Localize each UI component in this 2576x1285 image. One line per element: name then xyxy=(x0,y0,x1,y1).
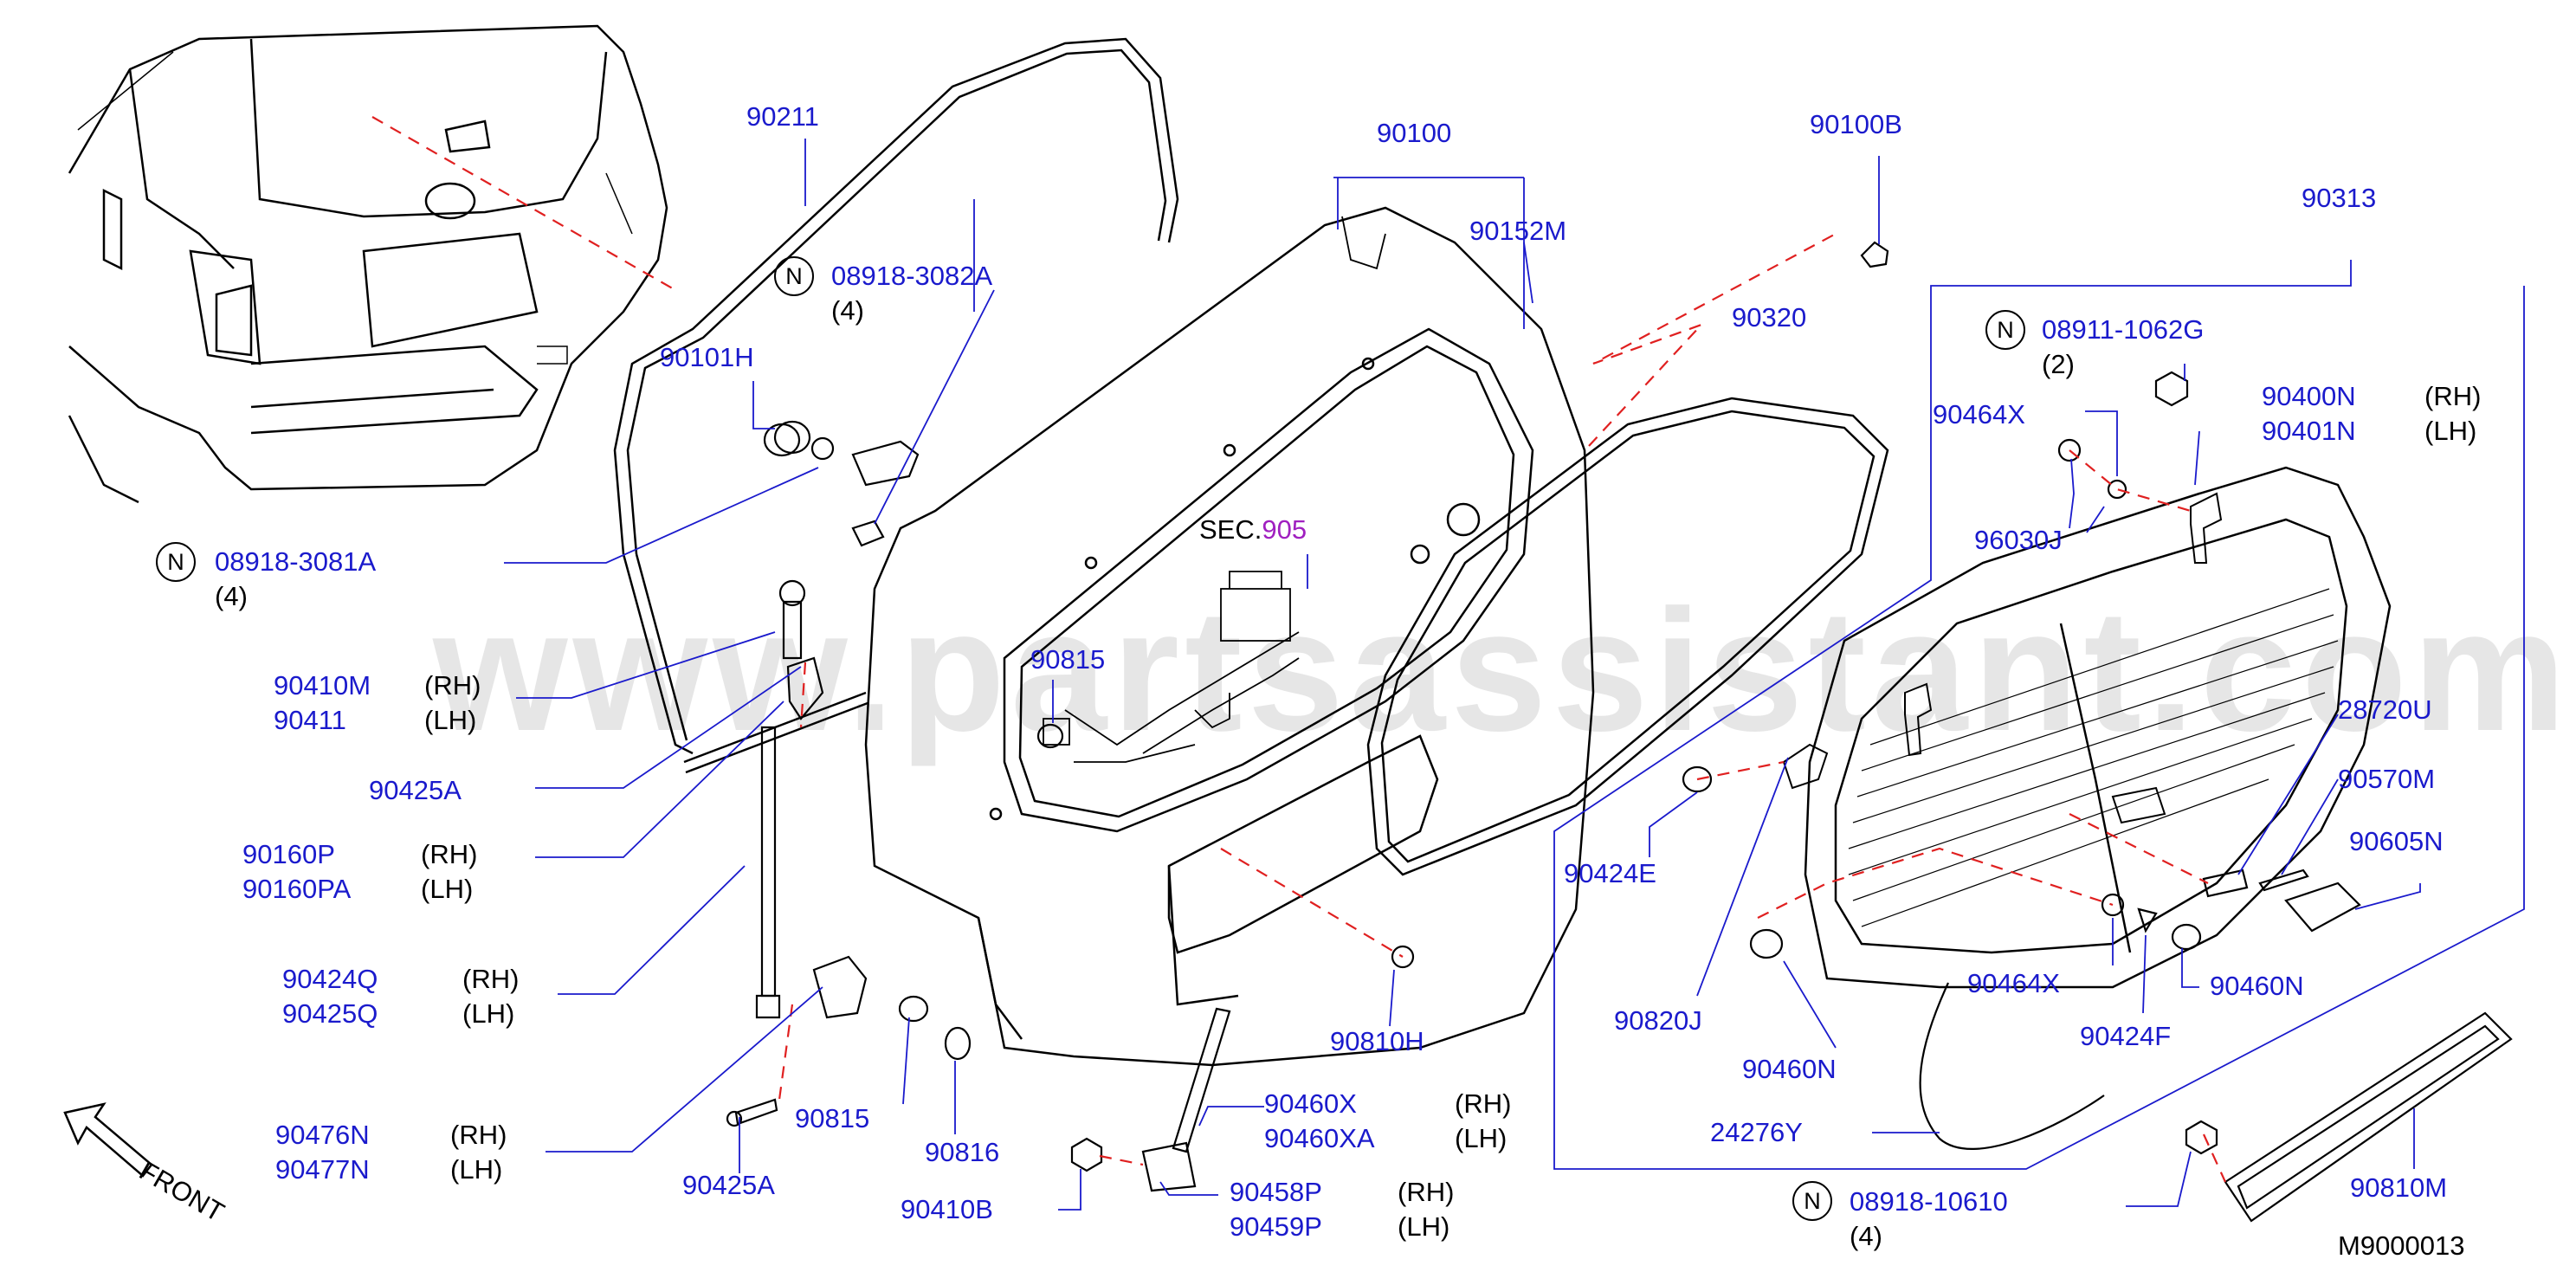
label-90425Q: 90425Q xyxy=(282,998,378,1029)
lh-90477N: (LH) xyxy=(450,1154,503,1185)
label-90810M: 90810M xyxy=(2350,1172,2448,1203)
n-symbol-08918-3082A: N xyxy=(774,256,814,296)
label-90605N: 90605N xyxy=(2349,826,2444,856)
label-90815-upper: 90815 xyxy=(1030,644,1106,675)
lh-90401N: (LH) xyxy=(2424,416,2477,446)
label-90424E: 90424E xyxy=(1564,858,1656,888)
label-08918-10610: 08918-10610 xyxy=(1850,1186,2008,1217)
label-90464X-top: 90464X xyxy=(1933,399,2025,429)
label-90425A-upper: 90425A xyxy=(369,775,462,805)
lh-90411: (LH) xyxy=(424,705,477,735)
rh-90400N: (RH) xyxy=(2424,381,2482,411)
qty-08918-10610: (4) xyxy=(1850,1221,1882,1251)
label-08911-1062G: 08911-1062G xyxy=(2042,314,2205,345)
label-90464X-lower: 90464X xyxy=(1967,968,2060,998)
label-90425A-lower: 90425A xyxy=(682,1170,775,1200)
label-90100: 90100 xyxy=(1377,118,1452,148)
label-90460N-right: 90460N xyxy=(2210,971,2304,1001)
label-90460XA: 90460XA xyxy=(1264,1123,1375,1153)
label-24276Y: 24276Y xyxy=(1710,1117,1803,1147)
label-90100B: 90100B xyxy=(1810,109,1902,139)
lh-90160PA: (LH) xyxy=(421,874,474,904)
label-90152M: 90152M xyxy=(1469,216,1567,246)
section-prefix: SEC. xyxy=(1199,514,1262,545)
label-90424F: 90424F xyxy=(2080,1021,2172,1051)
rh-90160P: (RH) xyxy=(421,839,478,869)
label-90460N-left: 90460N xyxy=(1742,1054,1837,1084)
label-90101H: 90101H xyxy=(660,342,754,372)
label-90411: 90411 xyxy=(274,705,346,735)
front-arrow-icon xyxy=(63,1102,153,1178)
projection-dashes xyxy=(371,116,2227,1183)
lh-90459P: (LH) xyxy=(1398,1211,1450,1242)
vehicle-detail xyxy=(77,51,633,365)
lh-90460XA: (LH) xyxy=(1455,1123,1508,1153)
label-90458P: 90458P xyxy=(1230,1177,1322,1207)
label-90160PA: 90160PA xyxy=(242,874,352,904)
label-90410B: 90410B xyxy=(901,1194,993,1224)
label-90810H: 90810H xyxy=(1330,1026,1424,1056)
label-96030J: 96030J xyxy=(1974,525,2063,555)
small-parts xyxy=(726,241,2513,1223)
weatherstrip-90320 xyxy=(1366,397,1889,876)
label-08918-3081A: 08918-3081A xyxy=(215,546,377,577)
drawing-id: M9000013 xyxy=(2338,1230,2465,1261)
rh-90424Q: (RH) xyxy=(462,964,520,994)
label-28720U: 28720U xyxy=(2338,694,2432,725)
label-90320: 90320 xyxy=(1732,302,1807,333)
label-90211: 90211 xyxy=(746,101,819,132)
label-90400N: 90400N xyxy=(2262,381,2356,411)
n-symbol-08918-3081A: N xyxy=(156,542,196,582)
label-90570M: 90570M xyxy=(2338,764,2436,794)
glass-hinges xyxy=(1782,492,2223,824)
label-90476N: 90476N xyxy=(275,1120,370,1150)
leader-lines xyxy=(504,139,2525,1211)
rh-90476N: (RH) xyxy=(450,1120,507,1150)
qty-08918-3081A: (4) xyxy=(215,581,248,611)
n-symbol-08918-10610: N xyxy=(1792,1181,1832,1221)
rh-90458P: (RH) xyxy=(1398,1177,1455,1207)
qty-08918-3082A: (4) xyxy=(831,295,864,326)
section-number: 905 xyxy=(1262,514,1307,545)
rh-90460X: (RH) xyxy=(1455,1088,1512,1119)
label-90820J: 90820J xyxy=(1614,1005,1702,1036)
label-90313: 90313 xyxy=(2302,183,2377,213)
label-90160P: 90160P xyxy=(242,839,335,869)
label-90410M: 90410M xyxy=(274,670,371,701)
label-90424Q: 90424Q xyxy=(282,964,378,994)
rh-90410M: (RH) xyxy=(424,670,481,701)
section-ref: SEC.905 xyxy=(1199,515,1307,545)
n-symbol-08911-1062G: N xyxy=(1985,310,2025,350)
label-90477N: 90477N xyxy=(275,1154,370,1185)
lh-90425Q: (LH) xyxy=(462,998,515,1029)
label-08918-3082A: 08918-3082A xyxy=(831,261,993,291)
rear-glass-90313 xyxy=(1804,466,2392,989)
rear-glass-defroster-lines xyxy=(1848,588,2339,927)
tailgate-inner-detail xyxy=(1043,216,1386,763)
label-90459P: 90459P xyxy=(1230,1211,1322,1242)
label-90460X: 90460X xyxy=(1264,1088,1357,1119)
tailgate-90100 xyxy=(864,206,1595,1067)
label-90401N: 90401N xyxy=(2262,416,2356,446)
vehicle-outline xyxy=(68,24,668,504)
label-90816: 90816 xyxy=(925,1137,1000,1167)
label-90815-lower: 90815 xyxy=(795,1103,870,1133)
qty-08911-1062G: (2) xyxy=(2042,349,2075,379)
